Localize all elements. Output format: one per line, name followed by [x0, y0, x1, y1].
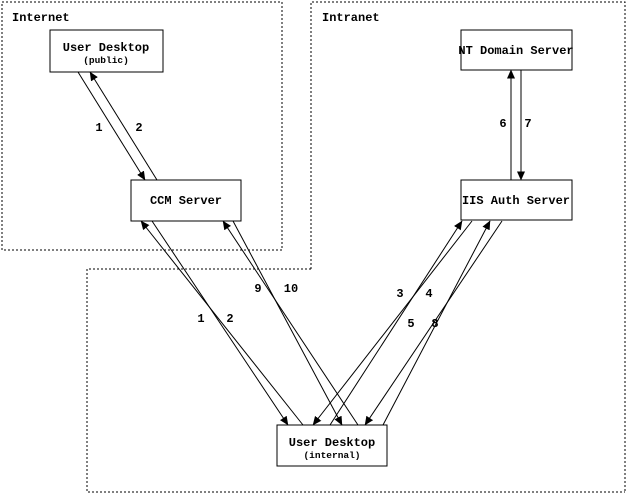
user-desktop-public-title: User Desktop: [63, 41, 149, 55]
nt-domain-server-box: [460, 29, 573, 71]
flow-label-public-2: 2: [135, 121, 142, 135]
internet-zone-label: Internet: [12, 11, 70, 25]
flow-label-3: 3: [396, 287, 403, 301]
arrow-internal-desktop-to-ccm-1: [140, 220, 304, 426]
arrow-iis-to-internal-desktop-8: [364, 220, 503, 426]
intranet-zone-label: Intranet: [322, 11, 380, 25]
flow-label-internal-1: 1: [197, 312, 204, 326]
arrow-ccm-to-internal-desktop-2: [151, 220, 289, 426]
flow-label-8: 8: [431, 317, 438, 331]
iis-auth-server-title: IIS Auth Server: [462, 194, 570, 208]
node-user-desktop-internal: User Desktop (internal): [276, 424, 388, 467]
user-desktop-public-box: [49, 29, 164, 73]
ccm-server-title: CCM Server: [150, 194, 222, 208]
arrow-ccm-to-public-desktop: [89, 71, 158, 181]
flow-label-10: 10: [284, 282, 298, 296]
nt-domain-server-title: NT Domain Server: [458, 44, 573, 58]
internet-zone-border: [1, 1, 283, 251]
arrow-internal-desktop-to-iis-5: [382, 220, 491, 426]
flow-label-public-1: 1: [95, 121, 102, 135]
flow-label-9: 9: [254, 282, 261, 296]
arrow-public-desktop-to-ccm: [77, 71, 146, 181]
internal-zone-border: [86, 268, 625, 493]
flow-label-7: 7: [524, 117, 531, 131]
arrow-internal-desktop-to-iis-3: [329, 220, 463, 426]
user-desktop-internal-box: [276, 424, 388, 467]
flow-label-6: 6: [499, 117, 506, 131]
ccm-server-box: [130, 179, 242, 222]
user-desktop-internal-title: User Desktop: [289, 436, 375, 450]
flow-label-5: 5: [407, 317, 414, 331]
node-nt-domain-server: NT Domain Server: [458, 29, 574, 71]
arrow-internal-desktop-to-ccm-9: [222, 220, 359, 426]
iis-auth-server-box: [460, 179, 573, 221]
arrow-iis-to-internal-desktop-4: [312, 220, 473, 426]
flow-label-internal-2: 2: [226, 312, 233, 326]
arrow-ccm-to-internal-desktop-10: [232, 220, 343, 426]
intranet-zone-border: [310, 1, 626, 492]
node-user-desktop-public: User Desktop (public): [49, 29, 164, 73]
flow-label-4: 4: [425, 287, 432, 301]
node-iis-auth-server: IIS Auth Server: [460, 179, 573, 221]
user-desktop-public-subtitle: (public): [83, 55, 129, 66]
node-ccm-server: CCM Server: [130, 179, 242, 222]
user-desktop-internal-subtitle: (internal): [303, 450, 360, 461]
